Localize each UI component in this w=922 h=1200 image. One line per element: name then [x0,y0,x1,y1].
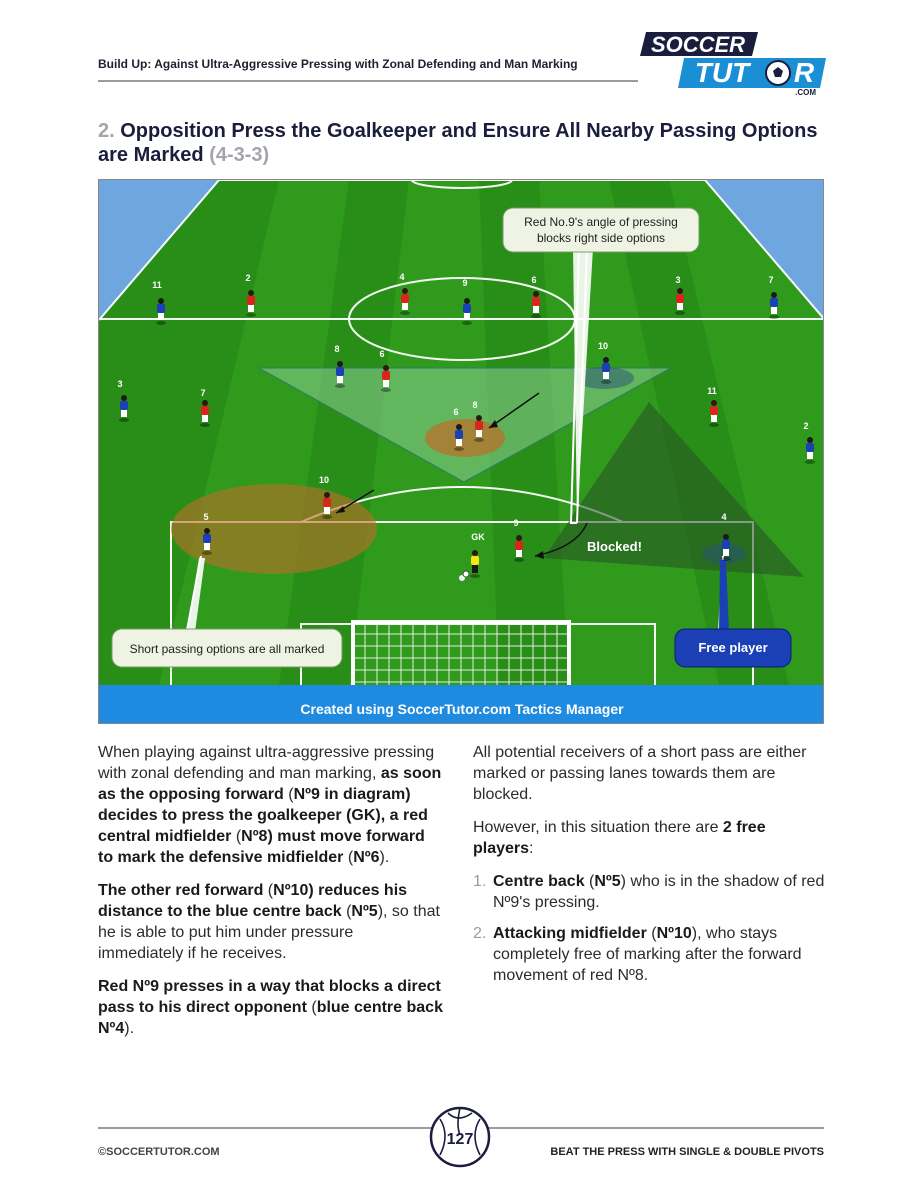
svg-text:7: 7 [200,388,205,398]
svg-text:Short passing options are all: Short passing options are all marked [130,642,325,656]
diagram-credit: Created using SoccerTutor.com Tactics Ma… [300,701,624,717]
svg-text:Free player: Free player [698,640,767,655]
paragraph-3: Red Nº9 presses in a way that blocks a d… [98,978,443,1037]
paragraph-receivers: All potential receivers of a short pass … [473,744,807,803]
svg-text:blocks right side options: blocks right side options [537,231,665,245]
svg-text:6: 6 [379,349,384,359]
logo-text-soccer: SOCCER [651,32,745,57]
page-number: 127 [447,1131,474,1148]
body-left-column: When playing against ultra-aggressive pr… [98,742,443,1051]
footer-copyright: ©SOCCERTUTOR.COM [98,1146,220,1158]
paragraph-1: When playing against ultra-aggressive pr… [98,744,442,866]
goalkeeper [462,550,480,578]
svg-text:11: 11 [707,386,717,396]
marking-zone-6 [425,419,505,457]
svg-text:9: 9 [513,518,518,528]
svg-text:4: 4 [721,512,726,522]
logo-text-r: R [794,57,815,88]
list-item: 2.Attacking midfielder (Nº10), who stays… [473,925,802,984]
header-rule [98,80,638,82]
svg-text:11: 11 [152,280,162,290]
callout-short-passing [111,628,343,668]
svg-text:8: 8 [334,344,339,354]
svg-text:5: 5 [203,512,208,522]
callout-free-player [674,628,792,668]
list-item: 1.Centre back (Nº5) who is in the shadow… [473,873,825,911]
free-players-list: 1.Centre back (Nº5) who is in the shadow… [473,871,825,986]
footer-rule-left [98,1127,434,1129]
title-formation: (4-3-3) [209,144,270,166]
svg-text:10: 10 [319,475,329,485]
callout-pressing-angle [502,207,700,253]
soccertutor-logo: SOCCER TUT R .COM [640,32,826,97]
footer-book-title: BEAT THE PRESS WITH SINGLE & DOUBLE PIVO… [550,1146,824,1158]
paragraph-free-players: However, in this situation there are 2 f… [473,819,766,857]
title-text: Opposition Press the Goalkeeper and Ensu… [98,120,818,166]
svg-text:8: 8 [472,400,477,410]
section-title: 2. Opposition Press the Goalkeeper and E… [98,119,818,167]
page-number-ball-icon: 127 [429,1106,491,1168]
body-right-column: All potential receivers of a short pass … [473,742,825,996]
stand-banner [99,685,823,723]
svg-text:2: 2 [803,421,808,431]
svg-text:2: 2 [245,273,250,283]
svg-text:3: 3 [117,379,122,389]
svg-text:4: 4 [399,272,404,282]
svg-text:9: 9 [462,278,467,288]
svg-text:3: 3 [675,275,680,285]
title-number: 2. [98,120,115,142]
paragraph-2: The other red forward (Nº10) reduces his… [98,882,440,962]
logo-text-com: .COM [795,88,816,97]
svg-text:6: 6 [531,275,536,285]
ball-icon [462,570,470,578]
blocked-label: Blocked! [587,539,642,554]
running-head: Build Up: Against Ultra-Aggressive Press… [98,57,578,71]
footer-rule-right [488,1127,824,1129]
blocked-cone [544,402,804,577]
svg-text:7: 7 [768,275,773,285]
tactics-diagram: Created using SoccerTutor.com Tactics Ma… [98,179,824,724]
svg-text:6: 6 [453,407,458,417]
svg-text:GK: GK [471,532,485,542]
logo-text-tut: TUT [695,57,752,88]
svg-text:Red No.9's angle of pressing: Red No.9's angle of pressing [524,215,678,229]
svg-text:10: 10 [598,341,608,351]
